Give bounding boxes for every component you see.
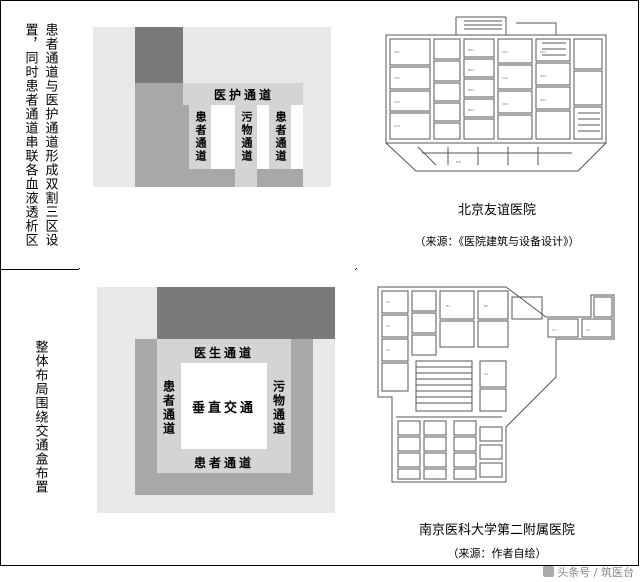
svg-text:B01: B01 (468, 48, 474, 52)
diagram1-label-staff: 医护通道 (213, 87, 274, 102)
svg-text:C2: C2 (586, 328, 590, 332)
diagram1-patient-corridor-right (269, 105, 291, 169)
row1-plan: A01 A02 A03 A04 B01 B02 B03 B04 C01 C02 … (356, 1, 638, 268)
svg-text:C02: C02 (502, 76, 508, 80)
svg-text:C01: C01 (502, 50, 508, 54)
diagram1-label-patient-left: 患者通道 (194, 111, 207, 163)
svg-text:B1: B1 (446, 304, 450, 308)
svg-text:B04: B04 (468, 108, 474, 112)
diagram1-waste-corridor (235, 105, 257, 187)
row2-caption-cell: 整体布局围绕交通盒布置 (1, 269, 78, 565)
row2-caption-text: 整体布局围绕交通盒布置 (32, 340, 48, 494)
diagram2-label-waste: 污物通道 (271, 380, 286, 436)
row2-plan-source: （来源：作者自绘） (447, 547, 547, 560)
svg-text:D02: D02 (540, 74, 546, 78)
diagram2-dark-block (157, 287, 335, 339)
diagram1-dark-block (135, 27, 183, 83)
svg-text:D03: D03 (540, 98, 546, 102)
row2-diagram: 医生通道 患者通道 垂直交通 污物通道 患者通道 (79, 269, 355, 565)
svg-text:B02: B02 (468, 68, 474, 72)
watermark: 头条号 / 筑医台 (543, 564, 634, 580)
row2-plan: A1 A2 A3 B1 B2 C1 C2 D1 南京医科大学第二附属医院 （来源… (356, 269, 638, 565)
diagram2-label-doctor: 医生通道 (193, 345, 254, 360)
diagram2-label-patient-left: 患者通道 (161, 380, 176, 436)
svg-text:D01: D01 (540, 50, 546, 54)
svg-text:A04: A04 (394, 124, 400, 128)
nanjing-medical-university-hospital-floorplan: A1 A2 A3 B1 B2 C1 C2 D1 (377, 286, 615, 483)
diagram2-vertical-core (181, 363, 267, 449)
diagram1-room-right (257, 105, 269, 169)
svg-text:A2: A2 (386, 324, 390, 328)
svg-text:A02: A02 (394, 76, 400, 80)
svg-text:E01: E01 (456, 160, 462, 164)
watermark-icon (543, 566, 555, 577)
diagram1-staff-corridor (183, 83, 303, 105)
diagram1-patient-corridor-left (189, 105, 211, 169)
diagram1-label-waste: 污物通道 (240, 111, 253, 163)
row1-plan-title: 北京友谊医院 (457, 203, 536, 218)
svg-text:C03: C03 (502, 102, 508, 106)
diagram1-label-patient-right: 患者通道 (274, 111, 287, 163)
diagram2-label-patient-bottom: 患者通道 (193, 455, 254, 470)
beijing-youyi-hospital-floorplan: A01 A02 A03 A04 B01 B02 B03 B04 C01 C02 … (385, 16, 607, 172)
svg-text:B03: B03 (468, 88, 474, 92)
diagram2-label-vertical-core: 垂直交通 (191, 400, 256, 416)
svg-text:A03: A03 (394, 100, 400, 104)
watermark-label: 头条号 / 筑医台 (557, 566, 634, 579)
svg-text:B2: B2 (484, 304, 488, 308)
svg-text:D1: D1 (484, 372, 488, 376)
svg-text:A3: A3 (386, 348, 390, 352)
svg-text:C1: C1 (552, 328, 556, 332)
row1-caption-text: 患者通道与医护通道形成双割三区设置，同时患者通道串联各血液透析区 (22, 22, 58, 247)
row1-caption-cell: 患者通道与医护通道形成双割三区设置，同时患者通道串联各血液透析区 (1, 1, 78, 268)
svg-text:A1: A1 (386, 300, 390, 304)
svg-text:A01: A01 (394, 50, 400, 54)
row2-plan-title: 南京医科大学第二附属医院 (418, 523, 575, 538)
row1-diagram: 医护通道 患者通道 污物通道 患者通道 (79, 1, 355, 268)
diagram1-room-far-right (291, 105, 303, 169)
diagram1-room-left (211, 105, 235, 169)
row1-plan-source: （来源：《医院建筑与设备设计》） (414, 235, 580, 248)
